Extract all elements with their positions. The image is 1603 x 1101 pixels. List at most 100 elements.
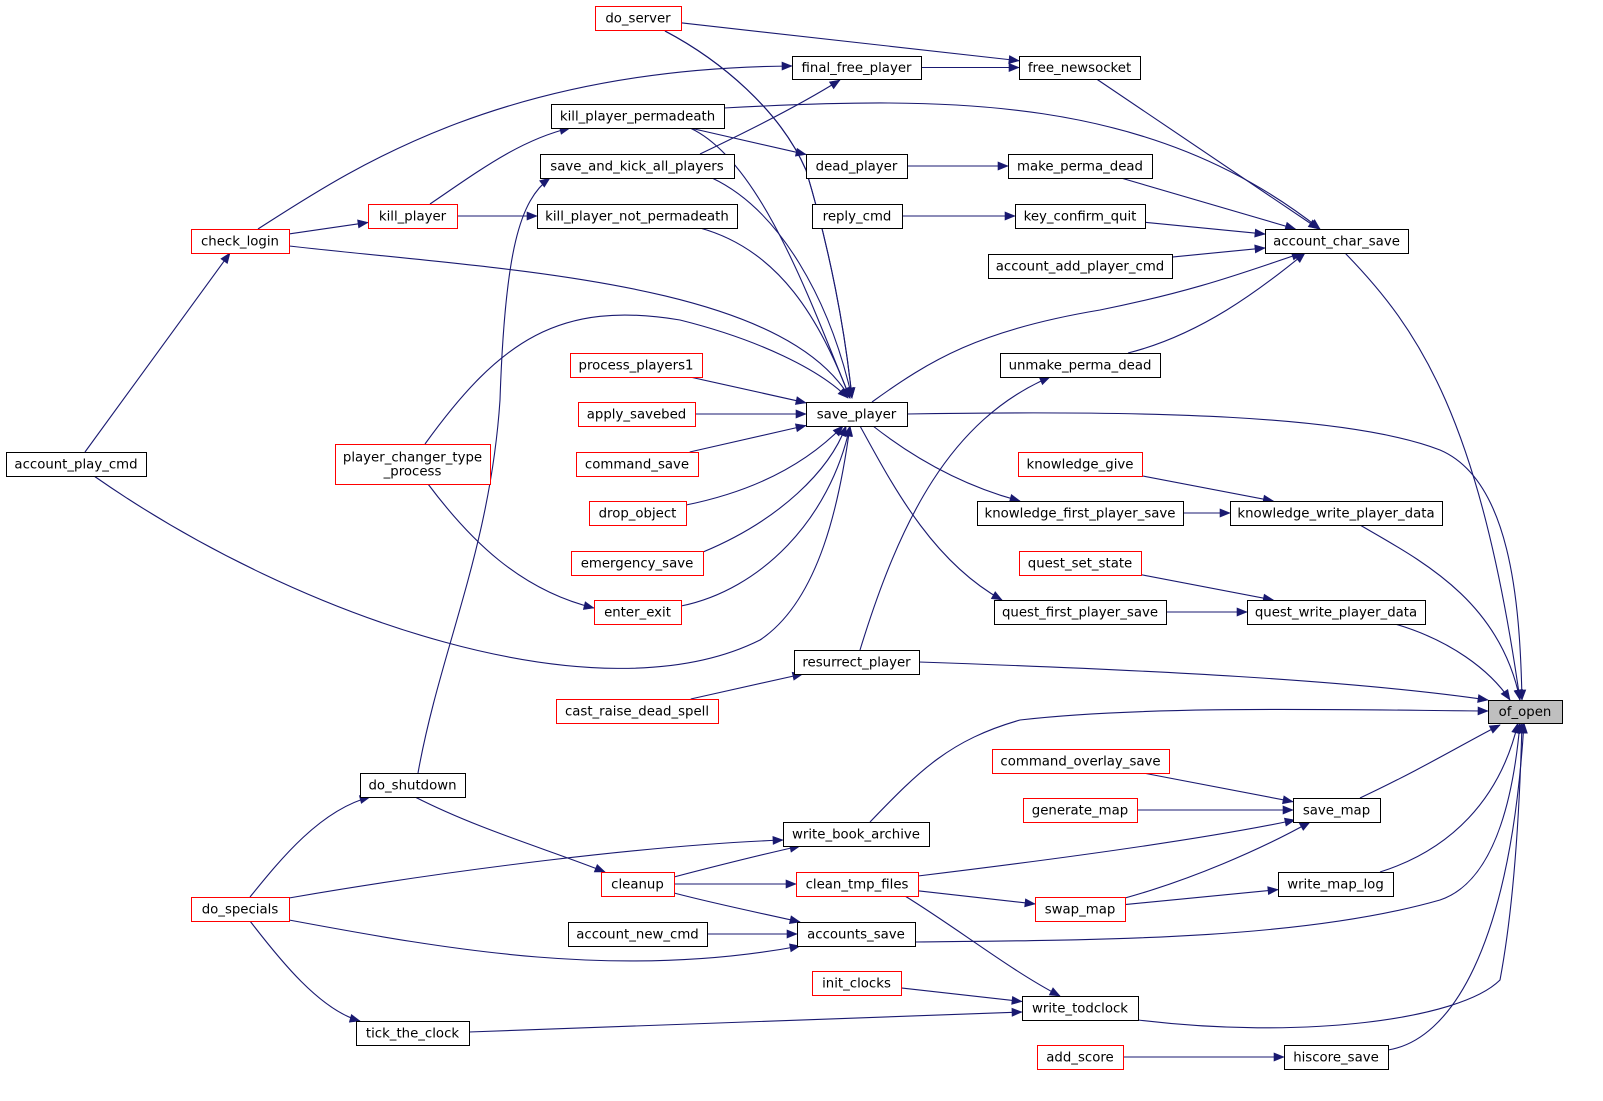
edge-arrowhead (1309, 219, 1321, 230)
node-box (796, 872, 919, 897)
edge-line (872, 425, 1021, 502)
node-quest_write_player_data[interactable]: quest_write_player_data (1247, 600, 1426, 625)
node-generate_map[interactable]: generate_map (1023, 798, 1138, 823)
edge-arrowhead (832, 425, 844, 437)
edge-line (1359, 724, 1501, 799)
node-process_players1[interactable]: process_players1 (570, 353, 703, 378)
edge-arrowhead (1254, 228, 1266, 238)
node-quest_first_player_save[interactable]: quest_first_player_save (994, 600, 1167, 625)
node-knowledge_first_player_save[interactable]: knowledge_first_player_save (977, 501, 1184, 526)
edge-line (1140, 574, 1274, 601)
node-label: of_open (1499, 705, 1552, 720)
edge-player_changer_type_process-to-enter_exit (427, 483, 595, 610)
edge-do_specials-to-write_book_archive (288, 835, 784, 899)
node-account_new_cmd[interactable]: account_new_cmd (568, 922, 708, 947)
edge-line (1127, 252, 1306, 354)
node-accounts_save[interactable]: accounts_save (797, 922, 916, 947)
node-save_player[interactable]: save_player (806, 402, 908, 427)
node-box (1247, 600, 1426, 625)
node-add_score[interactable]: add_score (1037, 1045, 1124, 1070)
node-box (356, 1021, 470, 1046)
node-write_todclock[interactable]: write_todclock (1022, 996, 1139, 1021)
node-drop_object[interactable]: drop_object (589, 501, 687, 526)
node-do_shutdown[interactable]: do_shutdown (360, 773, 466, 798)
node-enter_exit[interactable]: enter_exit (594, 600, 682, 625)
edge-save_player-to-of_open (906, 412, 1527, 701)
edge-line (680, 425, 851, 607)
node-reply_cmd[interactable]: reply_cmd (812, 204, 903, 229)
node-cleanup[interactable]: cleanup (601, 872, 675, 897)
edge-enter_exit-to-save_player (680, 425, 853, 607)
edge-line (1344, 252, 1521, 701)
edge-save_player-to-quest_first_player_save (859, 425, 1003, 601)
node-account_play_cmd[interactable]: account_play_cmd (6, 452, 147, 477)
node-save_map[interactable]: save_map (1293, 798, 1381, 823)
node-do_specials[interactable]: do_specials (191, 897, 290, 922)
node-emergency_save[interactable]: emergency_save (571, 551, 704, 576)
node-label: reply_cmd (823, 210, 892, 225)
node-check_login[interactable]: check_login (191, 229, 290, 254)
node-box (1037, 1045, 1124, 1070)
node-label: resurrect_player (802, 656, 911, 671)
node-write_book_archive[interactable]: write_book_archive (783, 822, 930, 847)
node-hiscore_save[interactable]: hiscore_save (1284, 1045, 1389, 1070)
node-player_changer_type_process[interactable]: player_changer_type_process (335, 444, 491, 485)
edge-line (1144, 221, 1266, 235)
node-label: generate_map (1032, 804, 1128, 819)
node-write_map_log[interactable]: write_map_log (1278, 872, 1394, 897)
node-label: write_book_archive (792, 828, 920, 843)
node-unmake_perma_dead[interactable]: unmake_perma_dead (1000, 353, 1161, 378)
node-quest_set_state[interactable]: quest_set_state (1019, 551, 1142, 576)
node-box (812, 971, 902, 996)
edge-command_overlay_save-to-save_map (1143, 772, 1294, 805)
node-final_free_player[interactable]: final_free_player (792, 56, 922, 80)
node-free_newsocket[interactable]: free_newsocket (1019, 56, 1141, 80)
edge-command_save-to-save_player (689, 423, 807, 453)
edge-arrowhead (772, 835, 784, 845)
node-do_server[interactable]: do_server (595, 6, 682, 31)
node-command_overlay_save[interactable]: command_overlay_save (992, 749, 1170, 774)
node-knowledge_give[interactable]: knowledge_give (1018, 452, 1143, 477)
edge-cleanup-to-write_book_archive (673, 843, 801, 878)
node-label: quest_set_state (1028, 557, 1133, 572)
edge-line (1096, 78, 1320, 230)
node-cast_raise_dead_spell[interactable]: cast_raise_dead_spell (556, 699, 719, 724)
node-apply_savebed[interactable]: apply_savebed (578, 402, 696, 427)
node-of_open[interactable]: of_open (1488, 700, 1563, 724)
node-save_and_kick_all_players[interactable]: save_and_kick_all_players (540, 154, 735, 179)
node-box (1018, 452, 1143, 477)
edge-line (689, 127, 807, 156)
node-kill_player[interactable]: kill_player (368, 204, 458, 229)
node-clean_tmp_files[interactable]: clean_tmp_files (796, 872, 919, 897)
edge-final_free_player-to-free_newsocket (921, 63, 1020, 72)
node-label: knowledge_write_player_data (1237, 507, 1434, 522)
node-box (794, 650, 920, 675)
node-label: apply_savebed (587, 408, 686, 423)
edge-arrowhead (348, 1013, 361, 1023)
node-resurrect_player[interactable]: resurrect_player (794, 650, 920, 675)
node-box (1008, 154, 1153, 179)
node-init_clocks[interactable]: init_clocks (812, 971, 902, 996)
node-account_char_save[interactable]: account_char_save (1265, 229, 1409, 254)
node-account_add_player_cmd[interactable]: account_add_player_cmd (988, 254, 1173, 279)
node-kill_player_permadeath[interactable]: kill_player_permadeath (551, 104, 725, 129)
edge-check_login-to-final_free_player (257, 61, 793, 230)
node-key_confirm_quit[interactable]: key_confirm_quit (1015, 204, 1146, 229)
edge-line (723, 102, 1321, 230)
edge-arrowhead (1273, 1052, 1285, 1062)
node-command_save[interactable]: command_save (576, 452, 699, 477)
node-box (537, 204, 738, 229)
node-make_perma_dead[interactable]: make_perma_dead (1008, 154, 1153, 179)
edge-line (1141, 475, 1274, 502)
edge-line (918, 661, 1489, 701)
node-kill_player_not_permadeath[interactable]: kill_player_not_permadeath (537, 204, 738, 229)
node-box (1265, 229, 1409, 254)
node-knowledge_write_player_data[interactable]: knowledge_write_player_data (1230, 501, 1443, 526)
node-dead_player[interactable]: dead_player (806, 154, 908, 179)
edge-arrowhead (786, 929, 798, 939)
edge-line (680, 22, 1020, 62)
node-label: command_overlay_save (1000, 755, 1160, 770)
node-tick_the_clock[interactable]: tick_the_clock (356, 1021, 470, 1046)
edge-line (1359, 524, 1521, 701)
node-swap_map[interactable]: swap_map (1035, 897, 1126, 922)
